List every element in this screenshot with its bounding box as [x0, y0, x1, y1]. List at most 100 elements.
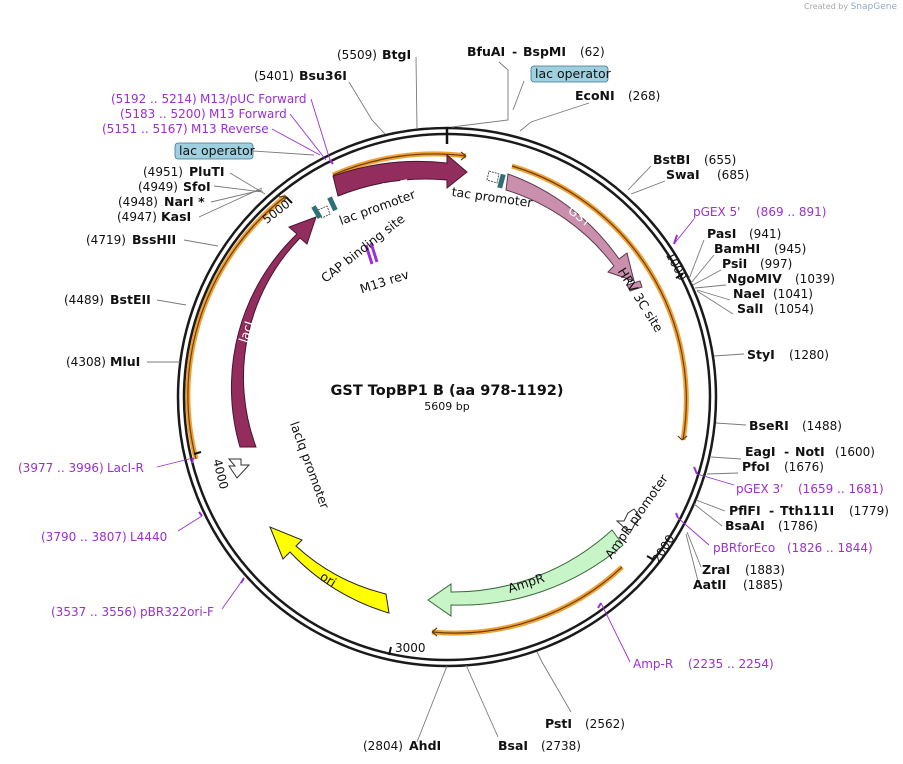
- enzyme-nari-pos: (4948): [118, 195, 158, 209]
- created-by-label: Created by: [804, 2, 849, 11]
- enzyme-econi-pos: (268): [628, 89, 660, 103]
- enzyme-aatii-pos: (1885): [743, 578, 783, 592]
- enzyme-bsaai-pos: (1786): [778, 519, 818, 533]
- enzyme-econi: EcoNI: [575, 88, 615, 103]
- enzyme-sfoi: SfoI: [183, 179, 211, 194]
- primer-ampr-range: (2235 .. 2254): [688, 657, 774, 671]
- tick-1000: 1000: [663, 249, 690, 283]
- enzyme-ahdi: AhdI: [409, 738, 441, 753]
- primer-pbr322ori: pBR322ori-F: [140, 605, 214, 619]
- lac-operator-tag-1[interactable]: [530, 65, 609, 83]
- enzyme-bsaai: BsaAI: [725, 518, 765, 533]
- enzyme-btgi: BtgI: [382, 47, 411, 62]
- enzyme-zrai-pos: (1883): [745, 563, 785, 577]
- enzyme-bamhi-pos: (945): [774, 242, 806, 256]
- primer-leader-lines: [156, 98, 735, 663]
- hrv3c-arrow[interactable]: [626, 280, 643, 292]
- enzyme-sali: SalI: [737, 301, 763, 316]
- enzyme-bfuai-pos: (62): [580, 45, 605, 59]
- primer-m13puc-forward-range: (5192 .. 5214): [111, 92, 197, 106]
- plasmid-size: 5609 bp: [424, 400, 469, 413]
- enzyme-bsshii-pos: (4719): [86, 233, 126, 247]
- enzyme-bsshii: BssHII: [132, 232, 176, 247]
- primer-m13-reverse-range: (5151 .. 5167): [102, 122, 188, 136]
- enzyme-naei: NaeI: [733, 286, 765, 301]
- enzyme-pasi: PasI: [707, 226, 736, 241]
- ori-arrow[interactable]: [269, 526, 390, 614]
- tac-promoter-arrow[interactable]: [486, 170, 500, 184]
- primer-m13-forward: M13 Forward: [209, 107, 287, 121]
- enzyme-pluti: PluTI: [189, 164, 225, 179]
- m13-rev-label: M13 rev: [358, 266, 411, 296]
- tick-3000: 3000: [395, 641, 426, 655]
- enzyme-eagi-pos: (1600): [835, 445, 875, 459]
- enzyme-swai-pos: (685): [717, 168, 749, 182]
- lacza-arrow[interactable]: [332, 153, 468, 197]
- primer-m13puc-forward: M13/pUC Forward: [200, 92, 307, 106]
- primer-pbr322ori-range: (3537 .. 3556): [51, 605, 137, 619]
- enzyme-bsai-pos: (2738): [541, 739, 581, 753]
- laciq-promoter-arrow[interactable]: [227, 458, 251, 479]
- laci-arrow[interactable]: [230, 216, 317, 448]
- enzyme-bsteii-pos: (4489): [64, 293, 104, 307]
- m13-rev-primer-arrow[interactable]: [364, 242, 379, 265]
- enzyme-bamhi: BamHI: [714, 241, 760, 256]
- primer-l4440-range: (3790 .. 3807): [41, 530, 127, 544]
- cap-site-box[interactable]: [311, 205, 323, 220]
- primer-pgex5-range: (869 .. 891): [756, 205, 826, 219]
- primer-labels: pGEX 5' (869 .. 891) pGEX 3' (1659 .. 16…: [18, 92, 884, 671]
- enzyme-sfoi-pos: (4949): [138, 180, 178, 194]
- primer-pgex5: pGEX 5': [693, 205, 740, 219]
- ampr-promoter-arrow[interactable]: [615, 508, 642, 534]
- primer-laci-r-range: (3977 .. 3996): [18, 461, 104, 475]
- primer-pbrforeco-range: (1826 .. 1844): [787, 541, 873, 555]
- enzyme-styi-pos: (1280): [789, 348, 829, 362]
- enzyme-ahdi-pos: (2804): [363, 739, 403, 753]
- plasmid-title: GST TopBP1 B (aa 978-1192): [330, 383, 563, 399]
- primer-ampr: Amp-R: [633, 657, 673, 671]
- enzyme-pasi-pos: (941): [749, 227, 781, 241]
- enzyme-mlui: MluI: [110, 354, 140, 369]
- enzyme-kasi-pos: (4947): [117, 210, 157, 224]
- lac-operator-box-1[interactable]: [497, 173, 506, 189]
- primer-pgex3: pGEX 3': [736, 482, 783, 496]
- primer-pgex3-range: (1659 .. 1681): [798, 482, 884, 496]
- lac-operator-tag-2[interactable]: [174, 142, 254, 160]
- enzyme-nari: NarI *: [164, 194, 205, 209]
- enzyme-pflfi: PflFI: [729, 503, 761, 518]
- enzyme-swai: SwaI: [666, 167, 700, 182]
- enzyme-bstbi: BstBI: [653, 152, 690, 167]
- enzyme-ngomiv: NgoMIV: [727, 271, 782, 286]
- ampr-arrow[interactable]: [427, 529, 624, 617]
- primer-m13-reverse: M13 Reverse: [191, 122, 269, 136]
- enzyme-sali-pos: (1054): [774, 302, 814, 316]
- snapgene-logo-text: SnapGene: [850, 2, 897, 12]
- enzyme-bspmi: BspMI: [523, 44, 566, 59]
- enzyme-pflfi-dash: -: [769, 503, 774, 518]
- enzyme-psti-pos: (2562): [585, 717, 625, 731]
- lacza-label: lacZα: [381, 175, 418, 196]
- lac-operator-box-2[interactable]: [327, 196, 338, 212]
- enzyme-bfuai: BfuAI: [467, 44, 505, 59]
- enzyme-btgi-pos: (5509): [337, 48, 377, 62]
- primer-l4440: L4440: [130, 530, 167, 544]
- tick-2000: 2000: [650, 532, 678, 565]
- tick-marks: [193, 196, 684, 656]
- enzyme-mlui-pos: (4308): [66, 355, 106, 369]
- laciq-promoter-label: lacIq promoter: [287, 419, 333, 511]
- enzyme-eagi-dash: -: [784, 444, 789, 459]
- enzyme-kasi: KasI: [161, 209, 191, 224]
- ori-label: ori: [317, 569, 339, 590]
- enzyme-bseri-pos: (1488): [802, 419, 842, 433]
- enzyme-pluti-pos: (4951): [143, 165, 183, 179]
- enzyme-labels: BfuAI - BspMI (62) EcoNI (268) BstBI (65…: [64, 44, 889, 753]
- tick-4000: 4000: [210, 458, 231, 491]
- enzyme-psii: PsiI: [722, 256, 747, 271]
- enzyme-styi: StyI: [747, 347, 775, 362]
- hrv3c-label: HRV 3C site: [615, 265, 667, 335]
- enzyme-psii-pos: (997): [760, 257, 792, 271]
- gst-arrow[interactable]: [505, 173, 635, 282]
- feature-arrows: [227, 153, 643, 617]
- leader-lines: [147, 56, 747, 743]
